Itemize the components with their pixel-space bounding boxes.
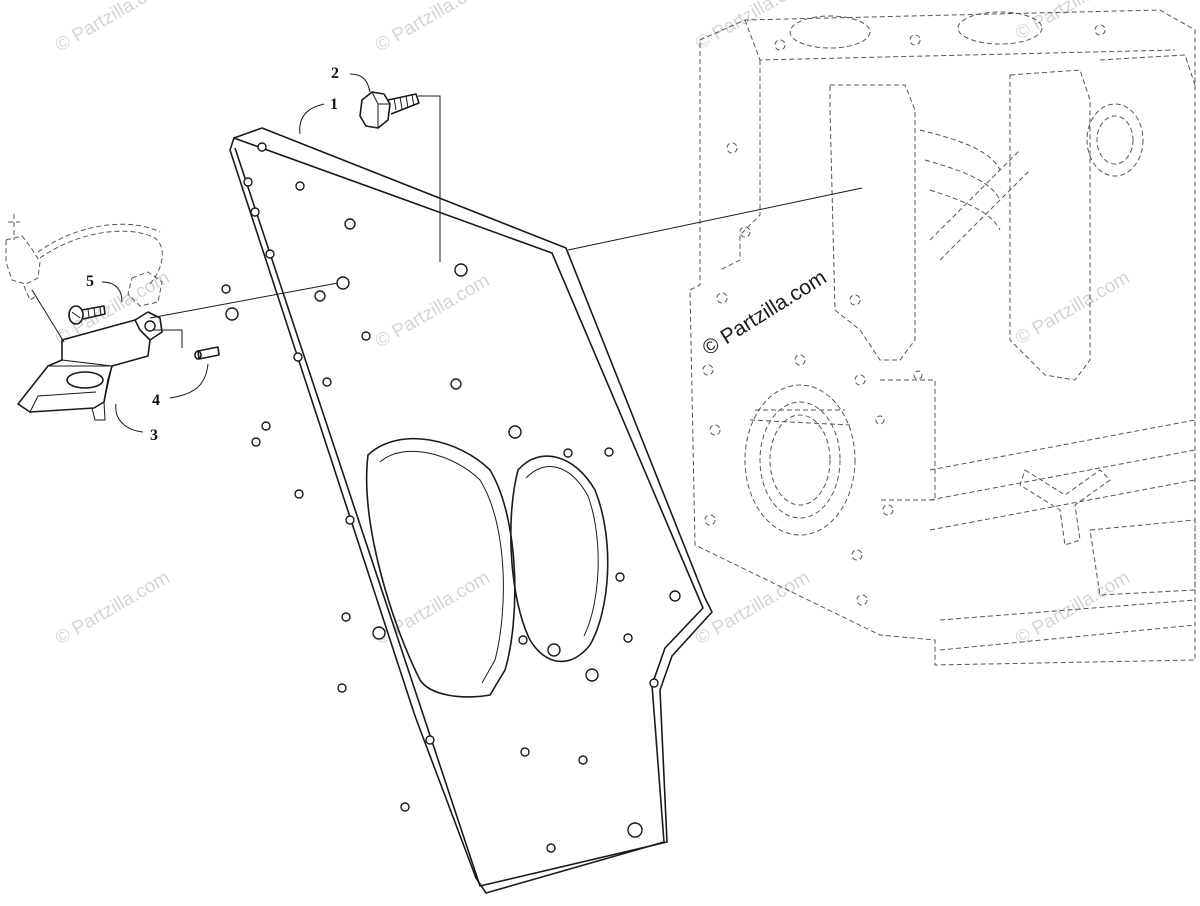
engine-plate-icon[interactable] [221, 127, 713, 894]
watermark-main: © Partzilla.com [698, 266, 830, 360]
watermark: © Partzilla.com [1012, 267, 1133, 349]
watermark-layer: © Partzilla.com © Partzilla.com © Partzi… [52, 0, 1133, 649]
watermark: © Partzilla.com [52, 567, 173, 649]
callout-leaders [101, 73, 371, 433]
watermark: © Partzilla.com [52, 0, 173, 56]
callout-5[interactable]: 5 [86, 273, 94, 290]
hex-bolt-icon[interactable] [359, 91, 420, 129]
dowel-pin-icon[interactable] [194, 346, 220, 360]
sensor-wire-icon [5, 214, 163, 343]
callout-1[interactable]: 1 [330, 96, 338, 113]
callout-2[interactable]: 2 [331, 65, 339, 82]
callout-3[interactable]: 3 [150, 427, 158, 444]
engine-block-icon [689, 9, 1196, 666]
watermark: © Partzilla.com [692, 0, 813, 54]
callout-labels: 1 2 3 4 5 [86, 65, 339, 444]
screw-icon[interactable] [68, 305, 106, 325]
sensor-bracket-icon[interactable] [17, 311, 163, 421]
watermark: © Partzilla.com [1012, 0, 1133, 44]
watermark: © Partzilla.com [372, 0, 493, 56]
callout-4[interactable]: 4 [152, 392, 160, 409]
leader-lines [147, 95, 863, 348]
watermark: © Partzilla.com [372, 270, 493, 352]
watermark: © Partzilla.com [1012, 567, 1133, 649]
